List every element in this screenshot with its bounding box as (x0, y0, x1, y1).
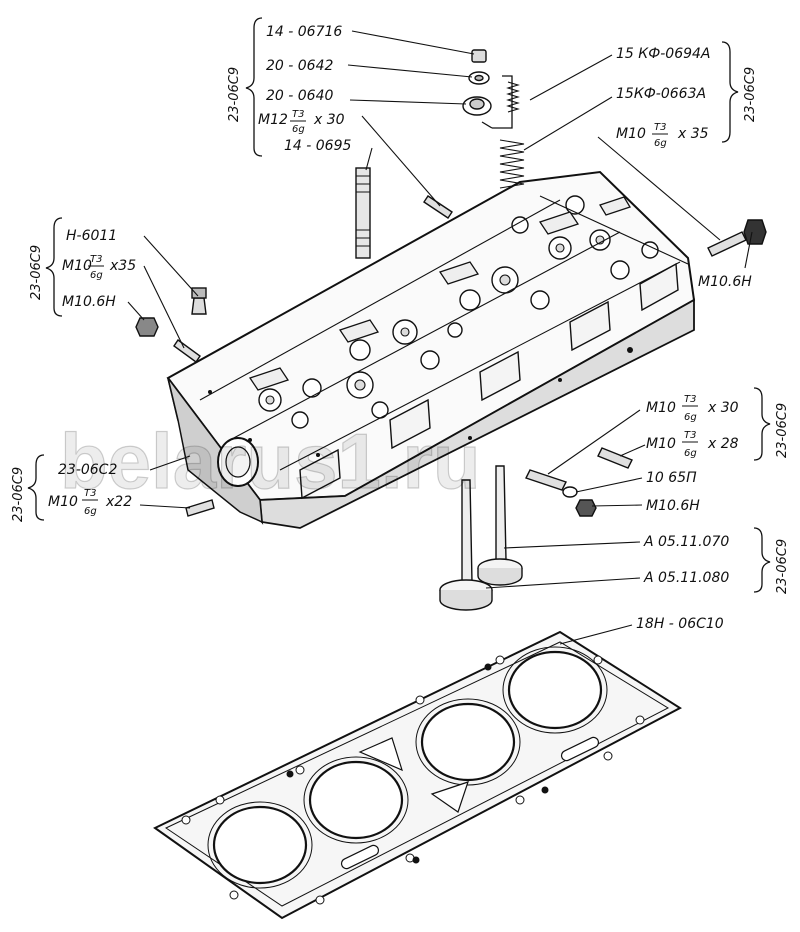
part-number-n-6011: Н-6011 (66, 228, 117, 244)
nut-m10-6h-lower: M10.6H (646, 498, 700, 514)
bolt-length: x 35 (677, 126, 709, 142)
bolt-length: x 28 (707, 436, 739, 452)
thread-tolerance-num: T3 (84, 488, 96, 499)
cylinder-head (166, 170, 696, 529)
part-number-15kf-0694a: 15 КФ-0694А (616, 46, 711, 62)
group-label-3: 23-06C9 (29, 245, 44, 300)
part-number-20-0642: 20 - 0642 (266, 58, 333, 74)
thread-size: M10 (616, 126, 646, 142)
callout-m10x28: M10 T3 6g x 28 (646, 430, 739, 459)
group-label-5: 23-06C9 (775, 403, 790, 458)
bolt-length: x 30 (313, 112, 345, 128)
thread-size: M10 (646, 400, 676, 416)
thread-tolerance-den: 6g (90, 270, 103, 281)
thread-tolerance-num: T3 (684, 430, 696, 441)
thread-tolerance-den: 6g (684, 412, 697, 423)
valve-a05-11-070: А 05.11.070 (643, 534, 729, 550)
callout-m12-bolt: M12 T3 6g x 30 (258, 109, 345, 135)
group-label-2: 23-06C9 (743, 67, 758, 122)
thread-tolerance-num: T3 (90, 254, 102, 265)
gasket-18n-06c10: 18Н - 06С10 (636, 616, 724, 632)
group-labels: 23-06C9 23-06C9 23-06C9 23-06C9 23-06C9 … (11, 67, 790, 594)
thread-size: M10 (62, 258, 92, 274)
watermark-text: belarus1.ru (60, 417, 481, 505)
thread-size: M12 (258, 112, 288, 128)
thread-tolerance-num: T3 (654, 122, 666, 133)
part-number-20-0640: 20 - 0640 (266, 88, 333, 104)
valve-a05-11-080: А 05.11.080 (643, 570, 729, 586)
thread-tolerance-den: 6g (684, 448, 697, 459)
callout-m10x30: M10 T3 6g x 30 (646, 394, 739, 423)
nut-m10-6h-left: M10.6H (62, 294, 116, 310)
valve-parts (135, 49, 767, 611)
thread-tolerance-den: 6g (654, 138, 667, 149)
bolt-length: x 30 (707, 400, 739, 416)
part-number-14-0695: 14 - 0695 (284, 138, 351, 154)
leader-lines (127, 30, 753, 645)
group-label-6: 23-06C9 (775, 539, 790, 594)
thread-tolerance-num: T3 (292, 109, 304, 120)
part-number-15kf-0663a: 15КФ-0663А (616, 86, 706, 102)
group-braces (27, 17, 771, 593)
bolt-length: x22 (105, 494, 132, 510)
washer-10-65p: 10 65П (646, 470, 697, 486)
callout-labels: 14 - 06716 20 - 0642 20 - 0640 M12 T3 6g… (48, 24, 752, 632)
part-number-23-06c2: 23-06C2 (58, 462, 117, 478)
head-gasket (153, 630, 682, 920)
thread-tolerance-num: T3 (684, 394, 696, 405)
thread-size: M10 (48, 494, 78, 510)
thread-tolerance-den: 6g (84, 506, 97, 517)
callout-m10x22: M10 T3 6g x22 (48, 488, 132, 517)
callout-m10x35-left: M10 T3 6g x35 (62, 254, 136, 281)
thread-size: M10 (646, 436, 676, 452)
nut-m10-6h-right: M10.6H (698, 274, 752, 290)
group-label-4: 23-06C9 (11, 467, 26, 522)
thread-tolerance-den: 6g (292, 124, 305, 135)
callout-m10x35-right: M10 T3 6g x 35 (616, 122, 709, 149)
group-label-1: 23-06C9 (227, 67, 242, 122)
bolt-length: x35 (109, 258, 136, 274)
part-number-14-06716: 14 - 06716 (266, 24, 342, 40)
